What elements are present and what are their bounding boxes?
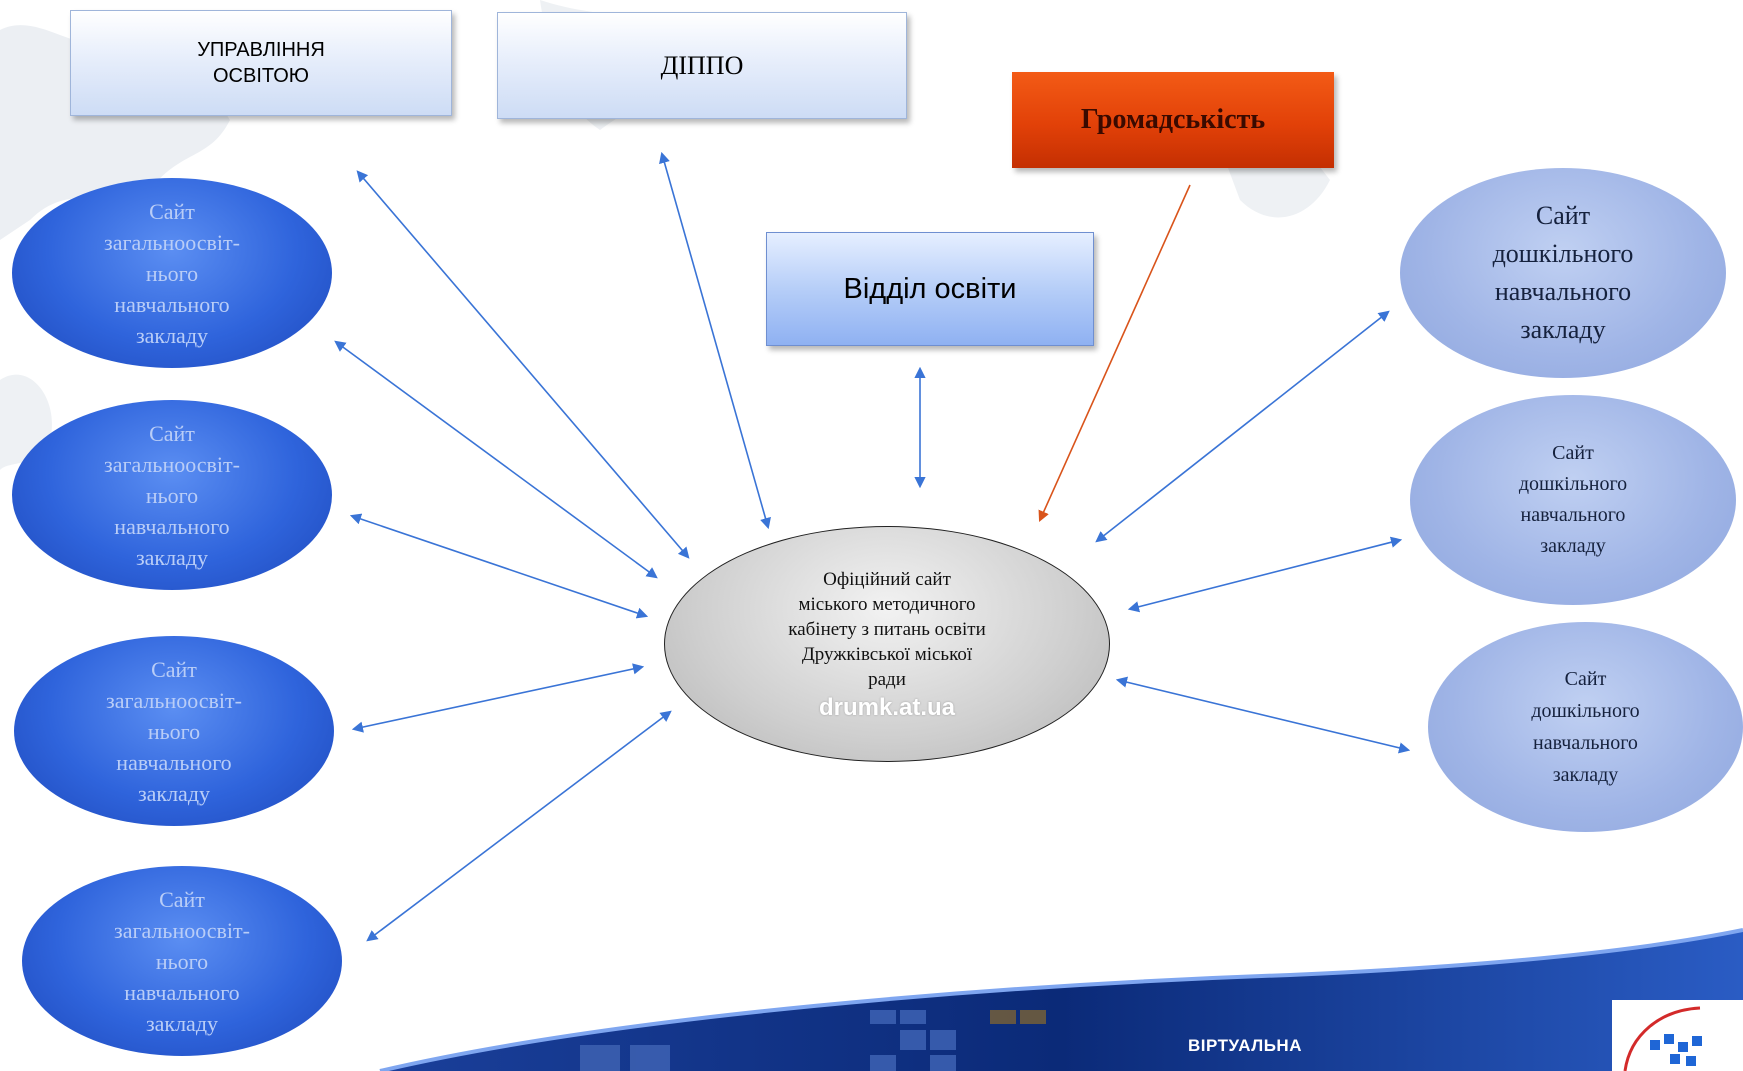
dippo-box: ДІППО	[497, 12, 907, 119]
school-site-1: Сайт загальноосвіт- нього навчального за…	[12, 178, 332, 368]
preschool-site-3: Сайт дошкільного навчального закладу	[1428, 622, 1743, 832]
school-site-label: Сайт загальноосвіт- нього навчального за…	[104, 420, 240, 570]
official-site-url[interactable]: drumk.at.ua	[818, 693, 956, 721]
school-site-4: Сайт загальноосвіт- нього навчального за…	[22, 866, 342, 1056]
arrow-preschool-2	[1127, 536, 1403, 613]
public-box: Громадськість	[1012, 72, 1334, 168]
school-site-label: Сайт загальноосвіт- нього навчального за…	[106, 656, 242, 806]
management-box: УПРАВЛІННЯ ОСВІТОЮ	[70, 10, 452, 116]
arrow-dippo	[659, 151, 771, 530]
school-site-2: Сайт загальноосвіт- нього навчального за…	[12, 400, 332, 590]
preschool-site-2: Сайт дошкільного навчального закладу	[1410, 395, 1736, 605]
arrow-management	[356, 170, 690, 559]
preschool-site-label: Сайт дошкільного навчального закладу	[1531, 668, 1640, 786]
school-site-label: Сайт загальноосвіт- нього навчального за…	[104, 198, 240, 348]
arrow-school-1	[334, 340, 658, 579]
public-label: Громадськість	[1080, 104, 1266, 135]
dippo-label: ДІППО	[660, 50, 744, 80]
arrow-preschool-3	[1115, 676, 1411, 754]
school-site-3: Сайт загальноосвіт- нього навчального за…	[14, 636, 334, 826]
department-label: Відділ освіти	[843, 272, 1017, 305]
preschool-site-label: Сайт дошкільного навчального закладу	[1492, 201, 1634, 344]
preschool-site-1: Сайт дошкільного навчального закладу	[1400, 168, 1726, 378]
official-site-description: Офіційний сайт міського методичного кабі…	[788, 568, 986, 690]
arrow-school-3	[351, 663, 645, 733]
preschool-site-label: Сайт дошкільного навчального закладу	[1518, 442, 1628, 557]
arrow-school-4	[366, 710, 672, 942]
arrow-school-2	[349, 513, 649, 619]
school-site-label: Сайт загальноосвіт- нього навчального за…	[114, 886, 250, 1036]
arrow-preschool-1	[1095, 310, 1390, 543]
department-box: Відділ освіти	[766, 232, 1094, 346]
management-label: УПРАВЛІННЯ ОСВІТОЮ	[197, 39, 325, 87]
official-site-hub: Офіційний сайт міського методичного кабі…	[664, 526, 1110, 762]
footer-banner-label: ВІРТУАЛЬНА	[1188, 1036, 1302, 1055]
